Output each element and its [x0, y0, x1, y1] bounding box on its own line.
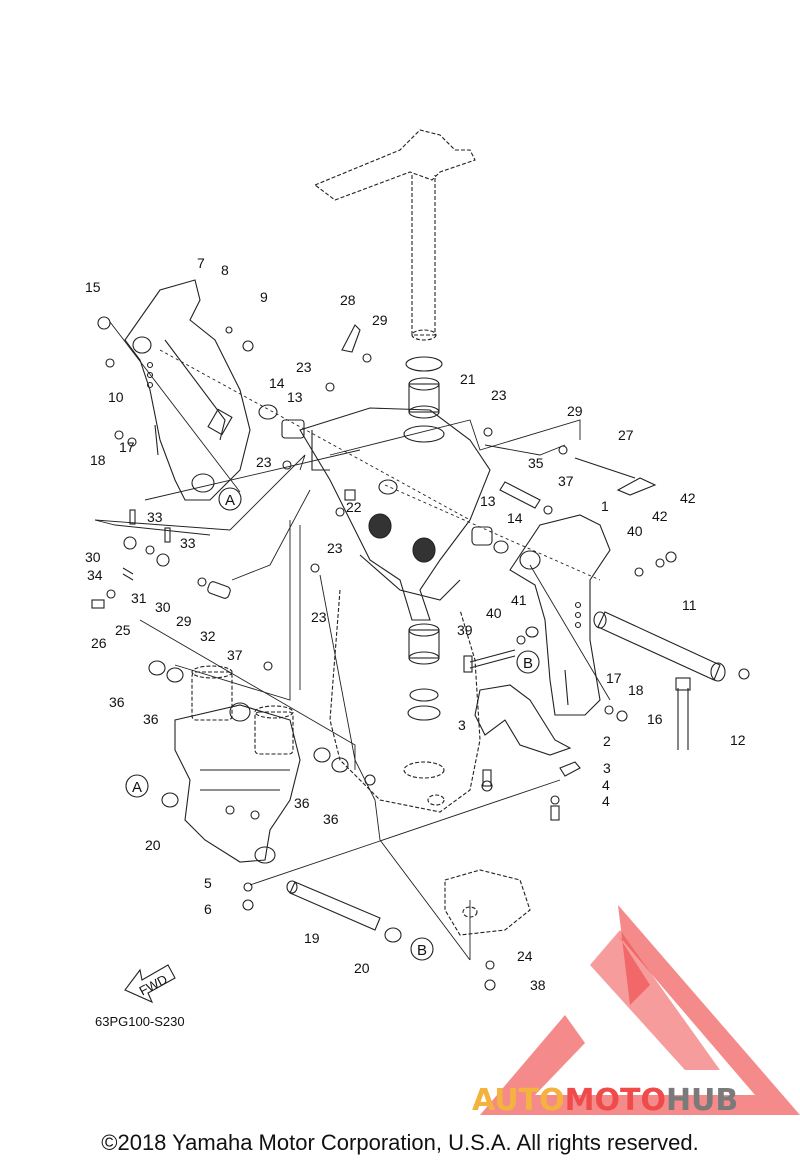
callout-42: 42 [652, 508, 668, 524]
callout-13: 13 [287, 389, 303, 405]
callout-36: 36 [294, 795, 310, 811]
callout-31: 31 [131, 590, 147, 606]
callout-25: 25 [115, 622, 131, 638]
callout-1: 1 [601, 498, 609, 514]
ref-b-label-2: B [417, 942, 427, 959]
callout-40: 40 [486, 605, 502, 621]
callout-30: 30 [85, 549, 101, 565]
callout-23: 23 [491, 387, 507, 403]
callout-20: 20 [354, 960, 370, 976]
through-shaft [593, 611, 726, 682]
callout-17: 17 [606, 670, 622, 686]
callout-5: 5 [204, 875, 212, 891]
small-parts [91, 316, 750, 991]
reference-markers [125, 487, 540, 961]
callout-27: 27 [618, 427, 634, 443]
callout-29: 29 [372, 312, 388, 328]
callout-24: 24 [517, 948, 533, 964]
callout-37: 37 [227, 647, 243, 663]
callout-30: 30 [155, 599, 171, 615]
callout-17: 17 [119, 439, 135, 455]
callout-33: 33 [180, 535, 196, 551]
callout-29: 29 [176, 613, 192, 629]
fwd-arrow-icon [124, 964, 176, 1004]
callout-28: 28 [340, 292, 356, 308]
exploded-parts-diagram: FWD A A B B 63PG100-S230 123344567891011… [85, 129, 750, 1029]
watermark-auto: AUTO [472, 1083, 565, 1118]
swivel-bracket [299, 407, 491, 621]
callout-4: 4 [602, 777, 610, 793]
callout-40: 40 [627, 523, 643, 539]
callout-21: 21 [460, 371, 476, 387]
ref-b-marker-1 [516, 650, 540, 674]
lower-case [329, 589, 531, 936]
copyright-notice: ©2018 Yamaha Motor Corporation, U.S.A. A… [101, 1130, 699, 1155]
ref-a-label-2: A [132, 779, 142, 796]
tiller-handle [313, 129, 476, 341]
watermark-moto: MOTO [564, 1083, 666, 1118]
trim-tilt-unit [174, 665, 301, 864]
callout-29: 29 [567, 403, 583, 419]
callout-42: 42 [680, 490, 696, 506]
callout-23: 23 [327, 540, 343, 556]
callout-3: 3 [458, 717, 466, 733]
callout-12: 12 [730, 732, 746, 748]
callout-4: 4 [602, 793, 610, 809]
leader-lines [94, 321, 611, 961]
callout-39: 39 [457, 622, 473, 638]
callout-14: 14 [269, 375, 285, 391]
callout-22: 22 [346, 499, 362, 515]
callout-33: 33 [147, 509, 163, 525]
callout-13: 13 [480, 493, 496, 509]
callout-10: 10 [108, 389, 124, 405]
callout-6: 6 [204, 901, 212, 917]
callout-18: 18 [628, 682, 644, 698]
callout-36: 36 [323, 811, 339, 827]
ref-a-marker-1 [218, 487, 242, 511]
ref-a-label-1: A [225, 492, 235, 509]
callout-23: 23 [256, 454, 272, 470]
ref-b-label-1: B [523, 655, 533, 672]
clamp-bracket-right [509, 514, 611, 716]
callout-35: 35 [528, 455, 544, 471]
callout-32: 32 [200, 628, 216, 644]
callout-34: 34 [87, 567, 103, 583]
callout-20: 20 [145, 837, 161, 853]
callout-3: 3 [603, 760, 611, 776]
clamp-bracket-left [124, 279, 251, 501]
callout-7: 7 [197, 255, 205, 271]
callout-16: 16 [647, 711, 663, 727]
callout-37: 37 [558, 473, 574, 489]
callout-11: 11 [682, 597, 697, 613]
callout-14: 14 [507, 510, 523, 526]
watermark-hub: HUB [665, 1083, 739, 1118]
callout-19: 19 [304, 930, 320, 946]
callout-36: 36 [143, 711, 159, 727]
callout-18: 18 [90, 452, 106, 468]
callout-8: 8 [221, 262, 229, 278]
callout-26: 26 [91, 635, 107, 651]
callout-23: 23 [311, 609, 327, 625]
callout-9: 9 [260, 289, 268, 305]
steering-bushings [403, 356, 445, 721]
callout-41: 41 [511, 592, 527, 608]
callout-36: 36 [109, 694, 125, 710]
tilt-pin [286, 880, 381, 931]
part-code: 63PG100-S230 [95, 1014, 185, 1029]
watermark-text: AUTOMOTOHUB [472, 1083, 738, 1118]
callout-38: 38 [530, 977, 546, 993]
callout-23: 23 [296, 359, 312, 375]
ref-b-marker-2 [410, 937, 434, 961]
ref-a-marker-2 [125, 774, 149, 798]
automotohub-logo [480, 905, 800, 1115]
callout-2: 2 [603, 733, 611, 749]
callout-15: 15 [85, 279, 101, 295]
